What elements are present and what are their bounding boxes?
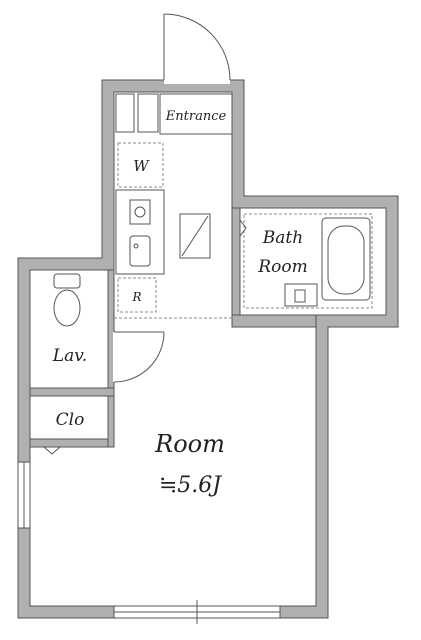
bath-sink-icon — [284, 283, 318, 307]
lav-label: Lav. — [52, 346, 87, 366]
clo-right-wall — [107, 395, 115, 448]
kitchen-bath-wall — [231, 207, 241, 316]
fridge-space — [117, 277, 157, 313]
bath-area — [243, 213, 373, 309]
bath-label-2: Room — [257, 257, 307, 277]
bathroom — [239, 213, 373, 309]
window-left — [17, 461, 31, 529]
clo-label: Clo — [56, 410, 85, 430]
partitions — [29, 207, 317, 448]
lav-clo-wall — [29, 387, 115, 397]
clo-bottom-wall — [29, 438, 115, 448]
walls — [17, 79, 399, 619]
stove-icon — [129, 199, 151, 225]
toilet-icon — [53, 273, 81, 327]
bath-label-1: Bath — [262, 228, 303, 248]
entrance-label: Entrance — [165, 109, 227, 124]
clo-door-icon — [43, 446, 61, 455]
burner-icon — [134, 206, 146, 218]
kitchen-counter — [115, 189, 165, 275]
entrance-area — [159, 93, 233, 135]
room-top-wall-right — [231, 314, 317, 328]
entrance-door — [163, 13, 231, 84]
washer-label: W — [133, 157, 150, 175]
room-size-label: ≒5.6J — [159, 473, 222, 498]
room-label: Room — [154, 430, 225, 458]
bath-door-icon — [239, 219, 247, 237]
sink-icon — [129, 235, 151, 267]
washer-space — [117, 142, 164, 188]
shoe-cabinet — [115, 93, 159, 133]
window-bottom — [113, 600, 281, 624]
lav-door — [113, 331, 165, 383]
floor-hatch — [179, 213, 211, 259]
bathtub-icon — [321, 217, 371, 301]
fridge-label: R — [131, 290, 141, 304]
